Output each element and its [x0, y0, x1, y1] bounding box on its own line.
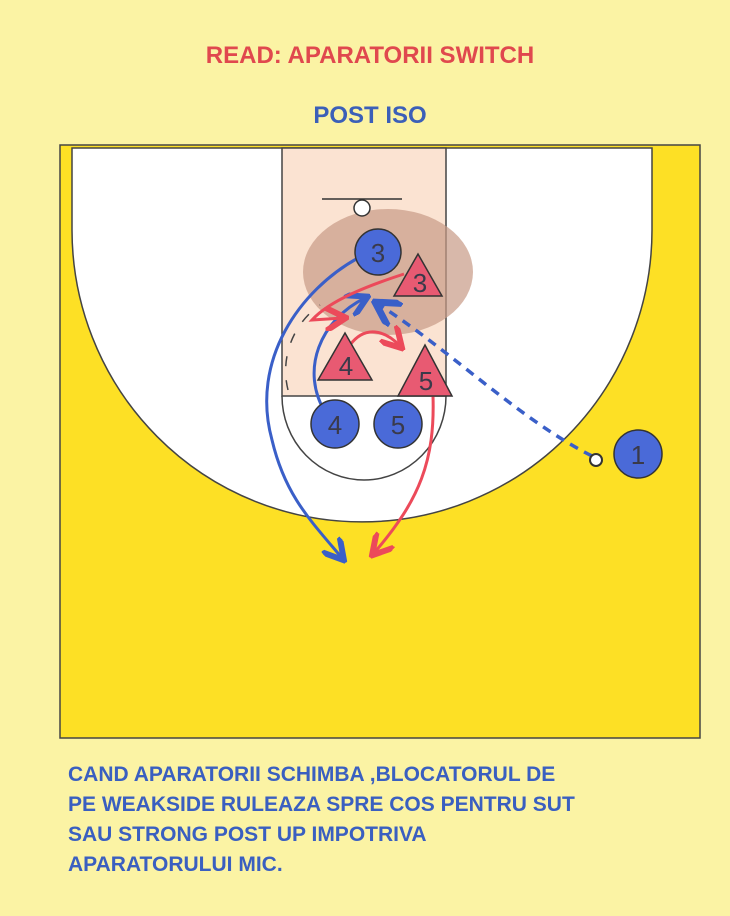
- offense-player-1-label: 1: [631, 440, 645, 470]
- offense-player-4-label: 4: [328, 410, 342, 440]
- offense-player-5[interactable]: 5: [373, 399, 423, 449]
- defender-3-switch-path: [308, 272, 405, 320]
- free-throw-circle: [281, 395, 447, 481]
- defender-3-label: 3: [413, 268, 427, 298]
- player-4-screen-path: [312, 298, 365, 413]
- description-line: APARATORULUI MIC.: [68, 853, 283, 876]
- defender-4-switch-path: [348, 332, 400, 346]
- player-3-cut-path: [265, 256, 359, 558]
- offense-player-1[interactable]: 1: [613, 429, 663, 479]
- description-line: CAND APARATORII SCHIMBA ,BLOCATORUL DE: [68, 763, 556, 786]
- defender-4-label: 4: [339, 351, 353, 381]
- defender-5-path: [374, 395, 435, 553]
- play-subtitle: POST ISO: [313, 102, 427, 129]
- defender-5[interactable]: 5: [396, 343, 454, 397]
- description-line: SAU STRONG POST UP IMPOTRIVA: [68, 823, 427, 846]
- defender-3[interactable]: 3: [392, 252, 444, 298]
- description-line: PE WEAKSIDE RULEAZA SPRE COS PENTRU SUT: [68, 793, 575, 816]
- defender-5-label: 5: [419, 366, 433, 396]
- play-title: READ: APARATORII SWITCH: [205, 42, 535, 69]
- defender-4[interactable]: 4: [316, 331, 374, 381]
- offense-player-4[interactable]: 4: [310, 399, 360, 449]
- offense-player-3[interactable]: 3: [354, 228, 402, 276]
- offense-player-3-label: 3: [371, 238, 385, 268]
- pass-line: [378, 304, 593, 458]
- play-description: CAND APARATORII SCHIMBA ,BLOCATORUL DE P…: [68, 760, 575, 880]
- basket-rim: [353, 199, 371, 217]
- free-throw-circle-dashed: [284, 304, 321, 391]
- offense-player-5-label: 5: [391, 410, 405, 440]
- ball-icon: [589, 453, 603, 467]
